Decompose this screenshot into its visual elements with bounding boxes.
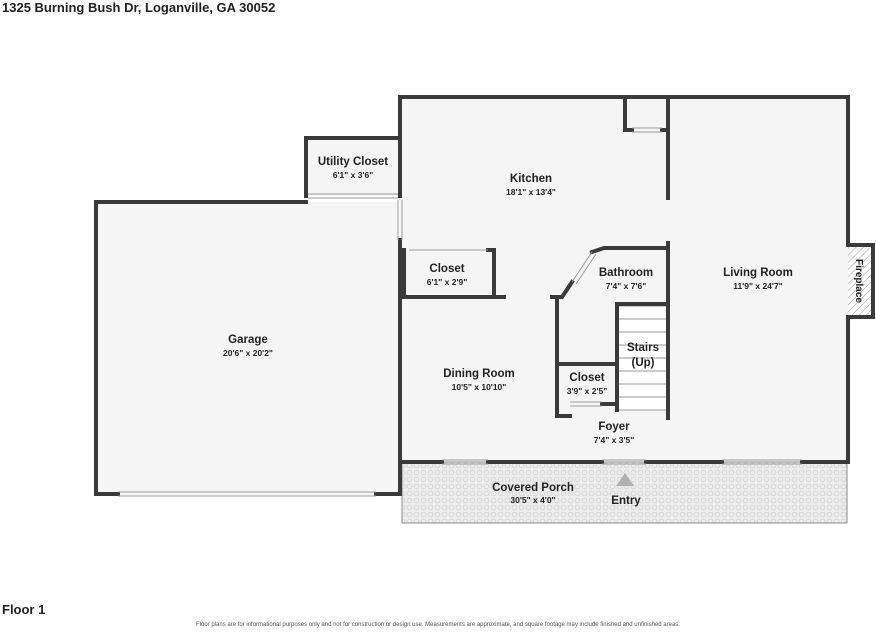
floor-label: Floor 1 bbox=[2, 602, 46, 617]
covered-porch-label: Covered Porch bbox=[492, 482, 574, 494]
fireplace-label: Fireplace bbox=[853, 259, 864, 303]
room-labels: Utility Closet 6'1" x 3'6" Kitchen 18'1"… bbox=[223, 156, 864, 507]
living-room-dims: 11'9" x 24'7" bbox=[733, 281, 782, 291]
address-title: 1325 Burning Bush Dr, Loganville, GA 300… bbox=[2, 0, 276, 15]
bathroom-label: Bathroom bbox=[599, 267, 653, 279]
windows-openings bbox=[118, 127, 802, 497]
garage-dims: 20'6" x 20'2" bbox=[223, 348, 273, 358]
garage-label: Garage bbox=[228, 334, 268, 346]
bathroom-dims: 7'4" x 7'6" bbox=[606, 281, 646, 291]
stairs-label: Stairs bbox=[627, 342, 659, 354]
foyer-dims: 7'4" x 3'5" bbox=[594, 435, 634, 445]
living-room-label: Living Room bbox=[723, 267, 793, 279]
closet-foyer-label: Closet bbox=[569, 372, 604, 384]
fireplace-hearth bbox=[848, 245, 872, 317]
utility-closet-label: Utility Closet bbox=[318, 156, 388, 168]
walls bbox=[94, 95, 875, 496]
closet-kitchen-dims: 6'1" x 2'9" bbox=[427, 277, 467, 287]
dining-room-dims: 10'5" x 10'10" bbox=[452, 382, 507, 392]
foyer-label: Foyer bbox=[598, 421, 630, 433]
entry-arrow-icon bbox=[616, 473, 634, 486]
disclaimer-text: Floor plans are for informational purpos… bbox=[196, 622, 680, 628]
covered-porch-dims: 30'5" x 4'0" bbox=[510, 495, 555, 505]
entry-label: Entry bbox=[611, 495, 641, 507]
kitchen-dims: 18'1" x 13'4" bbox=[506, 187, 556, 197]
utility-closet-dims: 6'1" x 3'6" bbox=[333, 170, 373, 180]
dining-room-label: Dining Room bbox=[443, 368, 515, 380]
kitchen-label: Kitchen bbox=[510, 173, 552, 185]
stairs-direction: (Up) bbox=[632, 357, 655, 369]
covered-porch-area bbox=[401, 461, 848, 524]
floor-fills bbox=[96, 97, 872, 524]
closet-foyer-dims: 3'9" x 2'5" bbox=[567, 386, 607, 396]
closet-kitchen-label: Closet bbox=[429, 263, 464, 275]
